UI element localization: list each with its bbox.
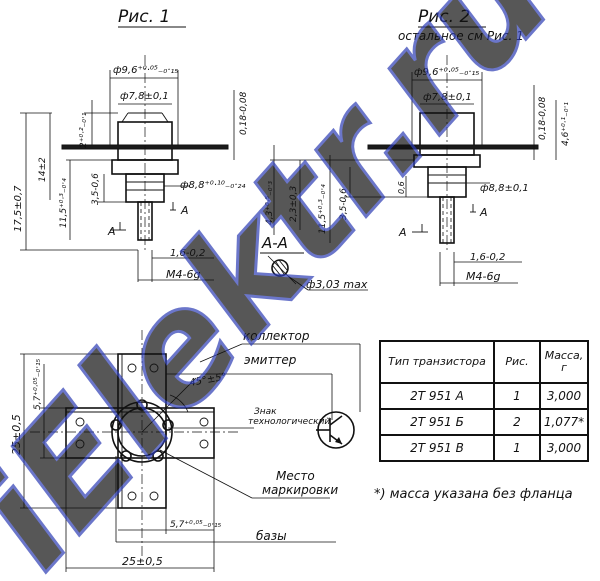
- fig1-base-diameter: ф8,8⁺⁰·¹⁰₋₀·₂₄: [180, 180, 245, 191]
- table-header-mass: Масса, г: [539, 340, 589, 384]
- height-dim: 25±0,5: [10, 414, 23, 455]
- fig1-can-diameter: ф7,8±0,1: [120, 91, 169, 102]
- mounting-holes: [75, 363, 209, 501]
- fig1-overall-height: 17,5±0,7: [13, 185, 24, 232]
- fig2-section-mark-right: A: [479, 206, 488, 219]
- table-cell-fig: 1: [493, 382, 541, 410]
- table-row: 2Т 951 А 1 3,000: [379, 382, 589, 410]
- table-header-row: Тип транзистора Рис. Масса, г: [379, 340, 589, 384]
- fig2-thread: M4-6g: [466, 270, 500, 283]
- fig2-dim-11-5: 11,5⁺⁰·³₋₀·₄: [318, 184, 328, 234]
- fig2-subtitle: остальное см Рис. 1: [398, 29, 524, 43]
- fig2-can-diameter: ф7,8±0,1: [423, 92, 472, 103]
- fig1-dimensions: ф9,6⁺⁰·⁰⁵₋₀·₁₅ ф7,8±0,1 2⁺⁰·²₋₀·₁ 0,18-0…: [13, 65, 249, 282]
- fig2-body: [367, 55, 539, 252]
- section-a-a: А-А ф3,03 max: [260, 234, 368, 291]
- fig2-title: Рис. 2: [418, 7, 470, 27]
- fig2-height-4-6: 4,6⁺⁰·¹₋₀·₁: [561, 102, 571, 146]
- fig1-body: [61, 55, 229, 250]
- fig2-flange-diameter: ф9,6⁺⁰·⁰⁵₋₀·₁₅: [414, 67, 479, 78]
- table-cell-mass: 1,077*: [539, 408, 589, 436]
- width-dim: 25±0,5: [122, 555, 163, 568]
- spec-table: Тип транзистора Рис. Масса, г 2Т 951 А 1…: [379, 340, 589, 462]
- fig1-flange-thickness: 0,18-0,08: [239, 91, 249, 135]
- label-emitter: эмиттер: [244, 353, 297, 367]
- table-cell-mass: 3,000: [539, 382, 589, 410]
- label-base: базы: [256, 529, 287, 543]
- table-cell-type: 2Т 951 А: [379, 382, 495, 410]
- lead-spacing-v: 5,7⁺⁰·⁰⁵₋₀·₁₅: [33, 358, 43, 410]
- fig2-flange: [367, 144, 539, 150]
- label-collector: коллектор: [243, 329, 310, 343]
- fig2-flange-thickness: 0,18-0,08: [538, 96, 548, 140]
- table-cell-fig: 2: [493, 408, 541, 436]
- figure-1: Рис. 1 ф9,6⁺⁰·⁰⁵₋₀·₁₅ ф7,8±0,1: [13, 7, 249, 282]
- table-cell-mass: 3,000: [539, 434, 589, 462]
- fig1-section-mark-right: A: [180, 204, 189, 217]
- fig1-section-mark-left: A: [107, 225, 116, 238]
- lead-pins: [110, 399, 174, 462]
- table-cell-type: 2Т 951 В: [379, 434, 495, 462]
- bottom-dimensions: 25±0,5 5,7⁺⁰·⁰⁵₋₀·₁₅ 25±0,5 5,7⁺⁰·⁰⁵₋₀·₁…: [10, 353, 222, 572]
- fig2-dimensions: ф9,6⁺⁰·⁰⁵₋₀·₁₅ ф7,8±0,1 0,18-0,08 4,6⁺⁰·…: [265, 67, 571, 286]
- table-cell-fig: 1: [493, 434, 541, 462]
- label-tech-mark: Знак технологический: [248, 407, 330, 427]
- fig2-dim-0-6: 0,6: [397, 181, 406, 194]
- schematic-symbol: [316, 411, 355, 449]
- can-inner: [117, 407, 167, 457]
- fig2-dim-2-3: 2,3±0,3: [289, 186, 299, 222]
- fig1-dim-3-5: 3,5-0,6: [91, 173, 101, 205]
- fig1-thread: M4-6g: [166, 268, 200, 281]
- section-title: А-А: [261, 234, 288, 252]
- fig2-dim-3-5: 3,5-0,6: [339, 188, 349, 220]
- table-cell-type: 2Т 951 Б: [379, 408, 495, 436]
- fig2-dim-1-6: 1,6-0,2: [470, 252, 505, 263]
- fig1-dim-1-6: 1,6-0,2: [170, 248, 205, 259]
- fig1-flange-diameter: ф9,6⁺⁰·⁰⁵₋₀·₁₅: [113, 65, 178, 76]
- figure-2: Рис. 2 остальное см Рис. 1 ф9,6⁺⁰·⁰⁵₋₀·₁…: [265, 7, 571, 286]
- label-marking-place: Место маркировки: [262, 469, 338, 497]
- table-row: 2Т 951 В 1 3,000: [379, 434, 589, 462]
- fig1-height-top: 2⁺⁰·²₋₀·₁: [79, 112, 89, 148]
- fig2-base-diameter: ф8,8±0,1: [480, 183, 529, 194]
- table-header-type: Тип транзистора: [379, 340, 495, 384]
- fig2-section-mark-left: A: [398, 226, 407, 239]
- table-row: 2Т 951 Б 2 1,077*: [379, 408, 589, 436]
- section-hole-diameter: ф3,03 max: [306, 278, 368, 291]
- fig1-dim-14: 14±2: [38, 157, 48, 182]
- fig1-dim-11-5: 11,5⁺⁰·³₋₀·₄: [59, 178, 69, 228]
- fig2-dim-4-3: 4,3⁺⁰·⁵₋₀·₃: [265, 181, 275, 225]
- can-outer: [111, 401, 173, 463]
- lead-spacing-h: 5,7⁺⁰·⁰⁵₋₀·₁₅: [170, 520, 222, 530]
- fig1-title: Рис. 1: [118, 7, 170, 27]
- bottom-view: 45°±5° коллектор эмиттер Знак технологич…: [10, 329, 361, 572]
- table-header-fig: Рис.: [493, 340, 541, 384]
- footnote: *) масса указана без фланца: [374, 487, 573, 502]
